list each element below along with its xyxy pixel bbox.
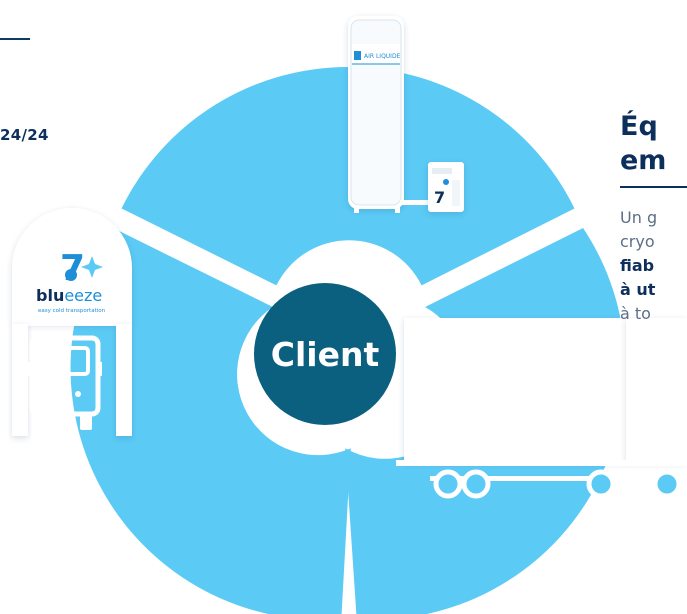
body-line-1: Un g [620, 208, 658, 227]
left-divider [0, 38, 30, 40]
heading-line-1: Éq [620, 111, 658, 142]
dispenser-icon: 7 [428, 162, 464, 212]
heading-divider [620, 186, 687, 188]
trailer-wheel [461, 469, 491, 499]
section-heading: Éq em [620, 110, 666, 178]
segment-left [70, 227, 351, 614]
blueeze-logo-mark: 7 [60, 248, 85, 289]
body-line-2: cryo [620, 232, 655, 251]
client-hub [254, 283, 396, 425]
body-line-5: à to [620, 304, 651, 323]
truck-wheel [652, 469, 682, 499]
brand-name-light: eeze [64, 286, 102, 305]
refrigerated-truck-icon [396, 318, 687, 499]
brand-name-bold: blu [36, 286, 64, 305]
air-liquide-label: AIR LIQUIDE [364, 53, 401, 60]
truck-front-icon [28, 335, 102, 430]
body-line-3: fiab [620, 256, 655, 275]
brand-tagline: easy cold transportation [38, 308, 106, 314]
svg-text:blueeze: blueeze [36, 286, 102, 305]
hours-label: 24/24 [0, 126, 49, 144]
blueeze-station-icon: 7 blueeze easy cold transportation [12, 208, 132, 436]
storage-tank-icon: AIR LIQUIDE 7 [348, 16, 464, 213]
truck-wheel [586, 469, 616, 499]
hub-label: Client [271, 335, 380, 374]
air-liquide-logo [354, 51, 361, 60]
body-line-4: à ut [620, 280, 656, 299]
section-body: Un g cryo fiab à ut à to [620, 206, 657, 326]
trailer-wheel [433, 469, 463, 499]
svg-text:7: 7 [434, 188, 445, 207]
sparkle-icon [81, 256, 103, 278]
heading-line-2: em [620, 145, 667, 176]
